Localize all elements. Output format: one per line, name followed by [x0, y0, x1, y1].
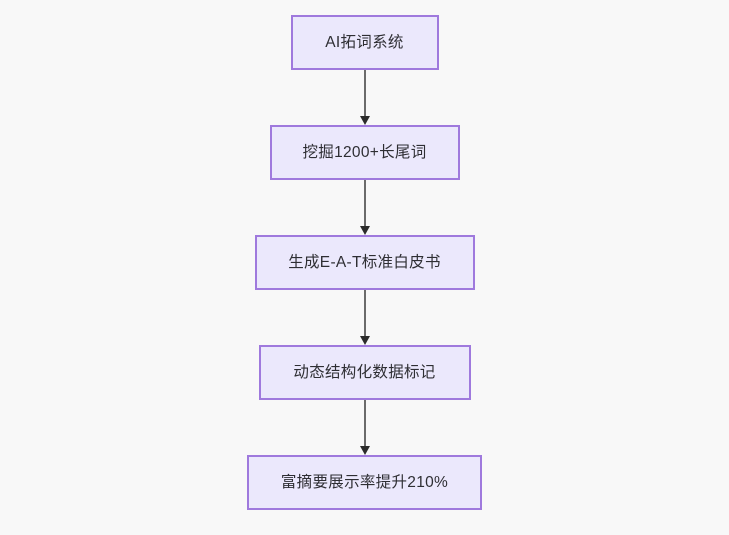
- flow-node-3-label: 生成E-A-T标准白皮书: [288, 253, 441, 271]
- flow-node-1-label: AI拓词系统: [325, 33, 404, 51]
- arrow-down-icon: [359, 336, 370, 345]
- flow-connector-3-4: [355, 290, 375, 345]
- connector-line: [363, 180, 366, 227]
- flow-node-2-label: 挖掘1200+长尾词: [302, 143, 427, 161]
- arrow-down-icon: [359, 116, 370, 125]
- flow-node-4[interactable]: 动态结构化数据标记: [258, 345, 471, 400]
- connector-line: [363, 400, 366, 447]
- flow-connector-1-2: [355, 70, 375, 125]
- arrow-down-icon: [359, 226, 370, 235]
- flow-node-3[interactable]: 生成E-A-T标准白皮书: [254, 235, 475, 290]
- arrow-down-icon: [359, 446, 370, 455]
- flow-column: AI拓词系统 挖掘1200+长尾词 生成E-A-T标准白皮书 动态结构化数据标记: [247, 15, 482, 510]
- connector-line: [363, 70, 366, 117]
- flow-node-2[interactable]: 挖掘1200+长尾词: [269, 125, 460, 180]
- flow-node-5-label: 富摘要展示率提升210%: [280, 473, 449, 491]
- connector-line: [363, 290, 366, 337]
- flow-node-4-label: 动态结构化数据标记: [293, 363, 436, 381]
- flow-node-5[interactable]: 富摘要展示率提升210%: [247, 455, 482, 510]
- flow-connector-2-3: [355, 180, 375, 235]
- flow-node-1[interactable]: AI拓词系统: [290, 15, 439, 70]
- flow-connector-4-5: [355, 400, 375, 455]
